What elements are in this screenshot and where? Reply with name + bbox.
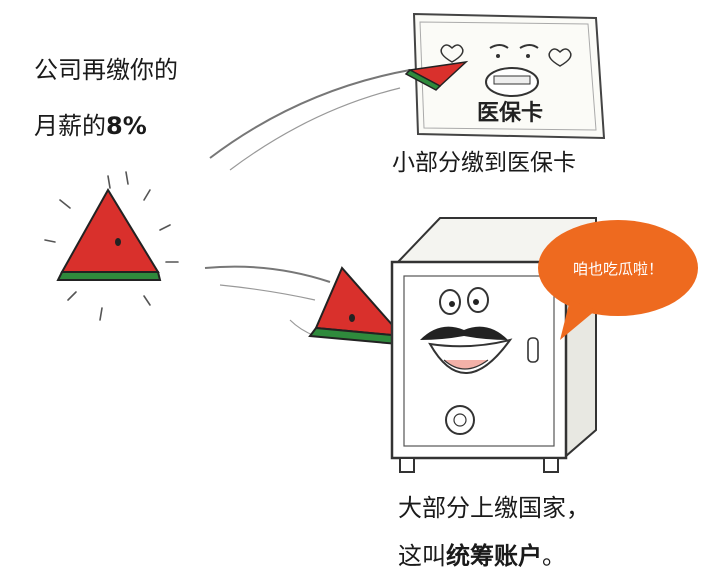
sparkle-lines <box>44 171 179 321</box>
card-label: 医保卡 <box>477 100 543 126</box>
motion-arc-lower <box>204 265 331 283</box>
dial-icon <box>445 405 475 435</box>
bottom-caption-suffix: 。 <box>542 542 566 570</box>
left-caption-prefix: 月薪的 <box>34 112 106 140</box>
speech-bubble <box>538 220 698 340</box>
watermelon-slice-center <box>56 188 162 281</box>
bottom-caption-line1: 大部分上缴国家， <box>398 494 590 522</box>
left-caption-percent: 8% <box>106 112 147 140</box>
bottom-caption-line2: 这叫统筹账户。 <box>398 542 566 571</box>
card-caption: 小部分缴到医保卡 <box>392 150 576 176</box>
speech-bubble-text: 咱也吃瓜啦！ <box>573 260 663 278</box>
heart-icon <box>440 44 464 63</box>
bottom-caption-prefix: 这叫 <box>398 542 446 570</box>
bottom-caption-bold: 统筹账户 <box>446 542 542 570</box>
heart-icon <box>548 48 572 67</box>
handle-icon <box>527 337 539 363</box>
insurance-card <box>404 12 606 140</box>
left-caption-line2: 月薪的8% <box>34 112 147 141</box>
motion-arc-upper <box>209 69 411 159</box>
left-caption-line1: 公司再缴你的 <box>34 56 178 84</box>
